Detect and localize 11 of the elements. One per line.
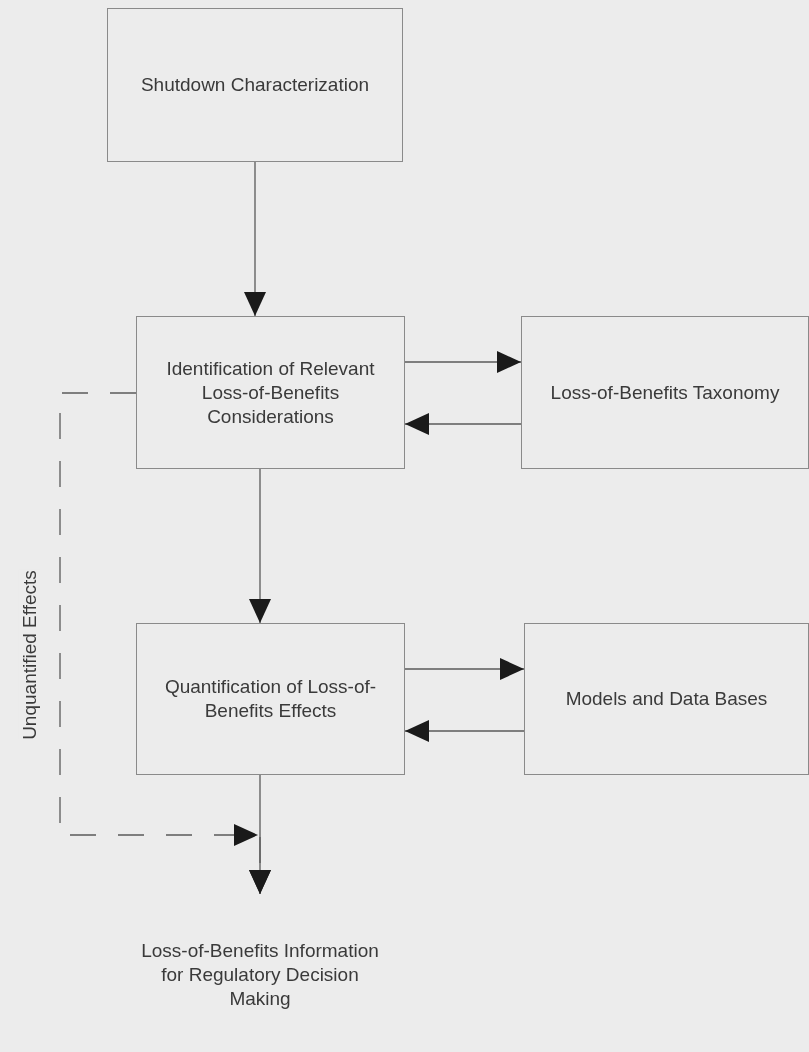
box-label: Loss-of-Benefits Taxonomy [549, 380, 781, 405]
output-label: Loss-of-Benefits Information for Regulatory Decision Making [140, 938, 380, 1011]
box-label: Shutdown Characterization [139, 73, 371, 97]
process-box [136, 623, 405, 775]
process-box [524, 623, 809, 775]
process-box [107, 8, 403, 162]
box-label: Identification of Relevant Loss-of-Benefits Considerations [165, 356, 376, 429]
box-label: Models and Data Bases [564, 687, 769, 711]
box-label: Quantification of Loss-of-Benefits Effects [163, 675, 378, 723]
process-box [136, 316, 405, 469]
process-box [521, 316, 809, 469]
